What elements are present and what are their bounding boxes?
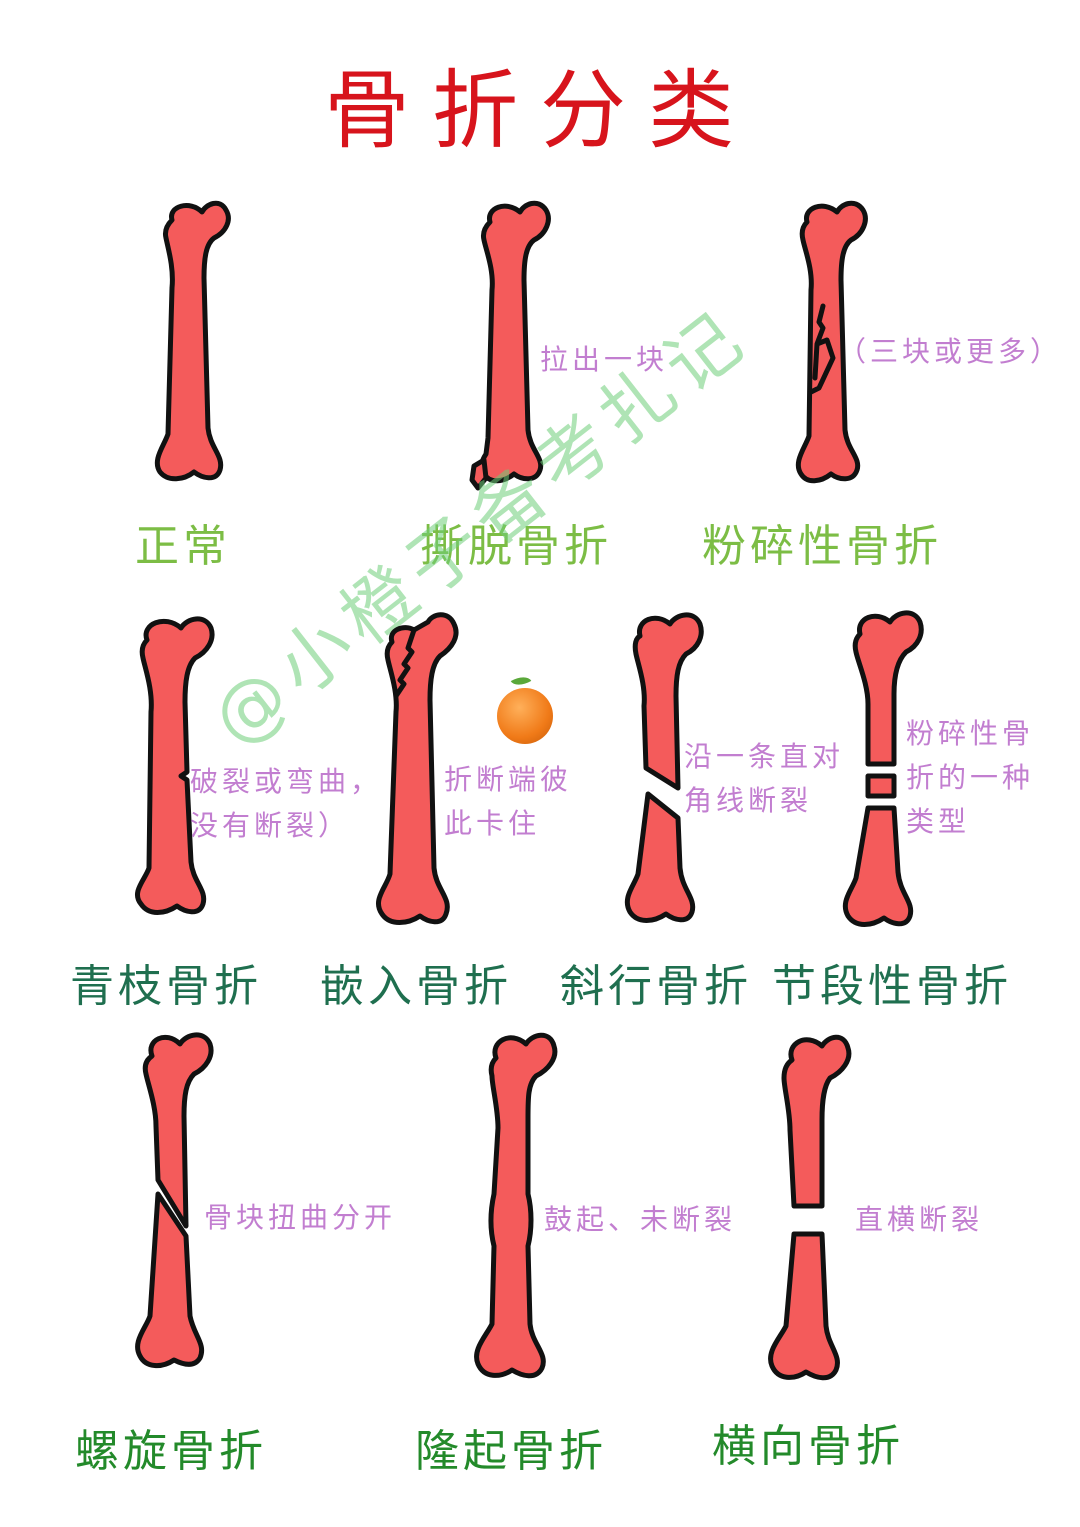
note-greenstick: 破裂或弯曲， 没有断裂） bbox=[190, 765, 383, 842]
label-buckle: 隆起骨折 bbox=[415, 1426, 607, 1477]
label-comminuted: 粉碎性骨折 bbox=[702, 521, 942, 572]
bone-normal bbox=[150, 198, 240, 488]
orange-icon bbox=[497, 688, 553, 744]
label-impacted: 嵌入骨折 bbox=[320, 961, 512, 1012]
note-transverse: 直横断裂 bbox=[855, 1203, 984, 1236]
note-segmental: 粉碎性骨 折的一种 类型 bbox=[906, 717, 1035, 838]
note-avulsion: 拉出一块 bbox=[540, 343, 669, 376]
label-normal: 正常 bbox=[135, 521, 231, 572]
bone-transverse bbox=[764, 1026, 854, 1386]
bone-buckle bbox=[470, 1024, 560, 1384]
bone-segmental bbox=[838, 604, 928, 944]
bone-comminuted bbox=[783, 198, 873, 498]
page-title: 骨折分类 bbox=[324, 61, 756, 161]
bone-greenstick bbox=[125, 612, 225, 932]
label-oblique: 斜行骨折 bbox=[560, 961, 752, 1012]
note-buckle: 鼓起、未断裂 bbox=[544, 1203, 737, 1236]
note-oblique: 沿一条直对 角线断裂 bbox=[684, 740, 845, 817]
bone-oblique bbox=[618, 608, 708, 948]
label-spiral: 螺旋骨折 bbox=[75, 1426, 267, 1477]
bone-spiral bbox=[128, 1026, 218, 1376]
note-impacted: 折断端彼 此卡住 bbox=[444, 763, 573, 840]
label-greenstick: 青枝骨折 bbox=[70, 961, 262, 1012]
label-segmental: 节段性骨折 bbox=[772, 961, 1012, 1012]
label-avulsion: 撕脱骨折 bbox=[420, 521, 612, 572]
bone-avulsion bbox=[466, 198, 556, 498]
bone-impacted bbox=[368, 608, 468, 948]
note-spiral: 骨块扭曲分开 bbox=[204, 1201, 397, 1234]
note-comminuted: （三块或更多） bbox=[838, 335, 1063, 368]
label-transverse: 横向骨折 bbox=[712, 1421, 904, 1472]
